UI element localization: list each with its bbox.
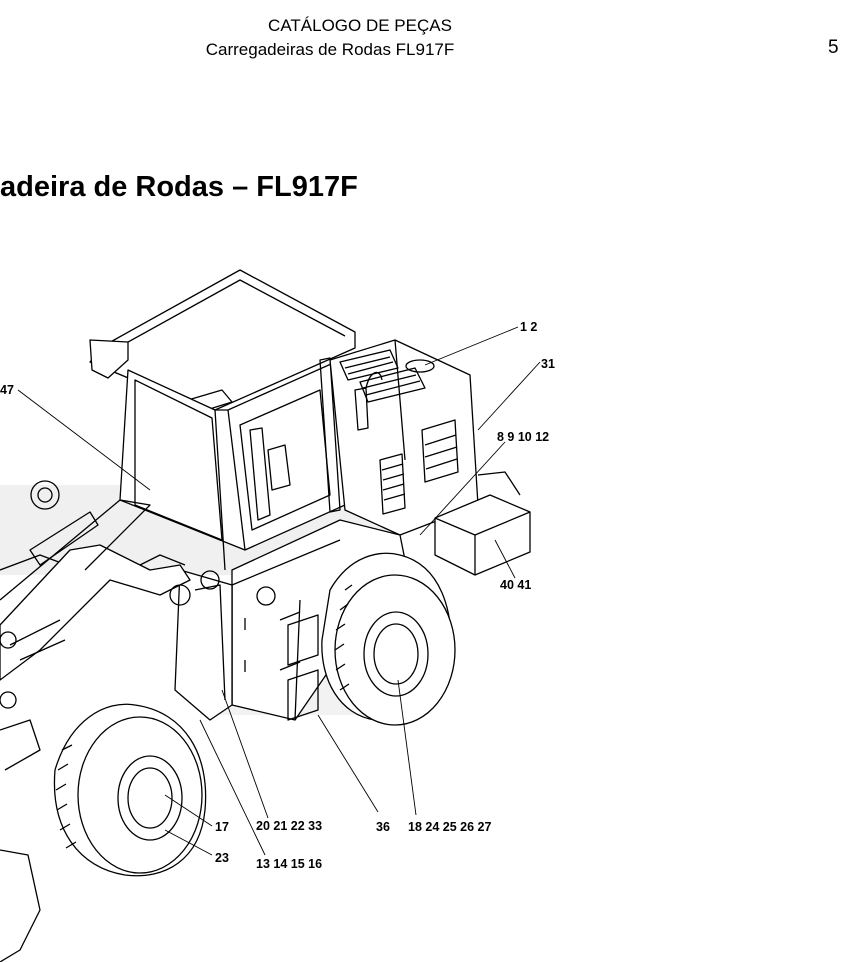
hood-top-vent-2 [359,367,426,403]
rear-wheel-rim [363,611,429,697]
hood-cap [405,359,435,373]
callout-1-2: 1 2 [520,320,537,334]
front-tire [77,716,203,874]
hood-top-vent-1 [339,349,399,381]
side-louvers [379,453,406,515]
callout-36: 36 [376,820,390,834]
exhaust-pipe [365,371,383,389]
bucket [0,849,41,962]
roof-left-light [89,339,129,379]
lift-cylinder [29,511,99,566]
catalog-title: CATÁLOGO DE PEÇAS [268,16,452,35]
light-cluster-2 [287,669,319,721]
section-title: adeira de Rodas – FL917F [0,171,358,203]
front-wheel-rim [117,755,183,841]
rear-tire [334,574,456,726]
cab-front-glass [134,379,223,541]
callout-13-14-15-16: 13 14 15 16 [256,857,322,871]
exhaust-stack [354,387,369,431]
cab-door [239,389,331,531]
callout-23: 23 [215,851,229,865]
callout-20-21-22-33: 20 21 22 33 [256,819,322,833]
callout-31: 31 [541,357,555,371]
light-cluster-1 [287,614,319,666]
catalog-subtitle: Carregadeiras de Rodas FL917F [205,40,455,59]
side-grille [421,419,459,483]
callout-17: 17 [215,820,229,834]
lift-arm [0,544,191,681]
page-number: 5 [828,37,839,58]
tool-box [434,494,531,576]
callout-40-41: 40 41 [500,578,531,592]
callout-47: 47 [0,383,14,397]
callout-8-9-10-12: 8 9 10 12 [497,430,549,444]
loader-exploded-diagram: 1 2 31 8 9 10 12 40 41 47 17 20 21 22 33… [0,269,555,962]
fuel-cap [256,586,276,606]
callout-18-24-25-26-27: 18 24 25 26 27 [408,820,491,834]
mirror [267,444,291,491]
front-frame [174,569,233,721]
